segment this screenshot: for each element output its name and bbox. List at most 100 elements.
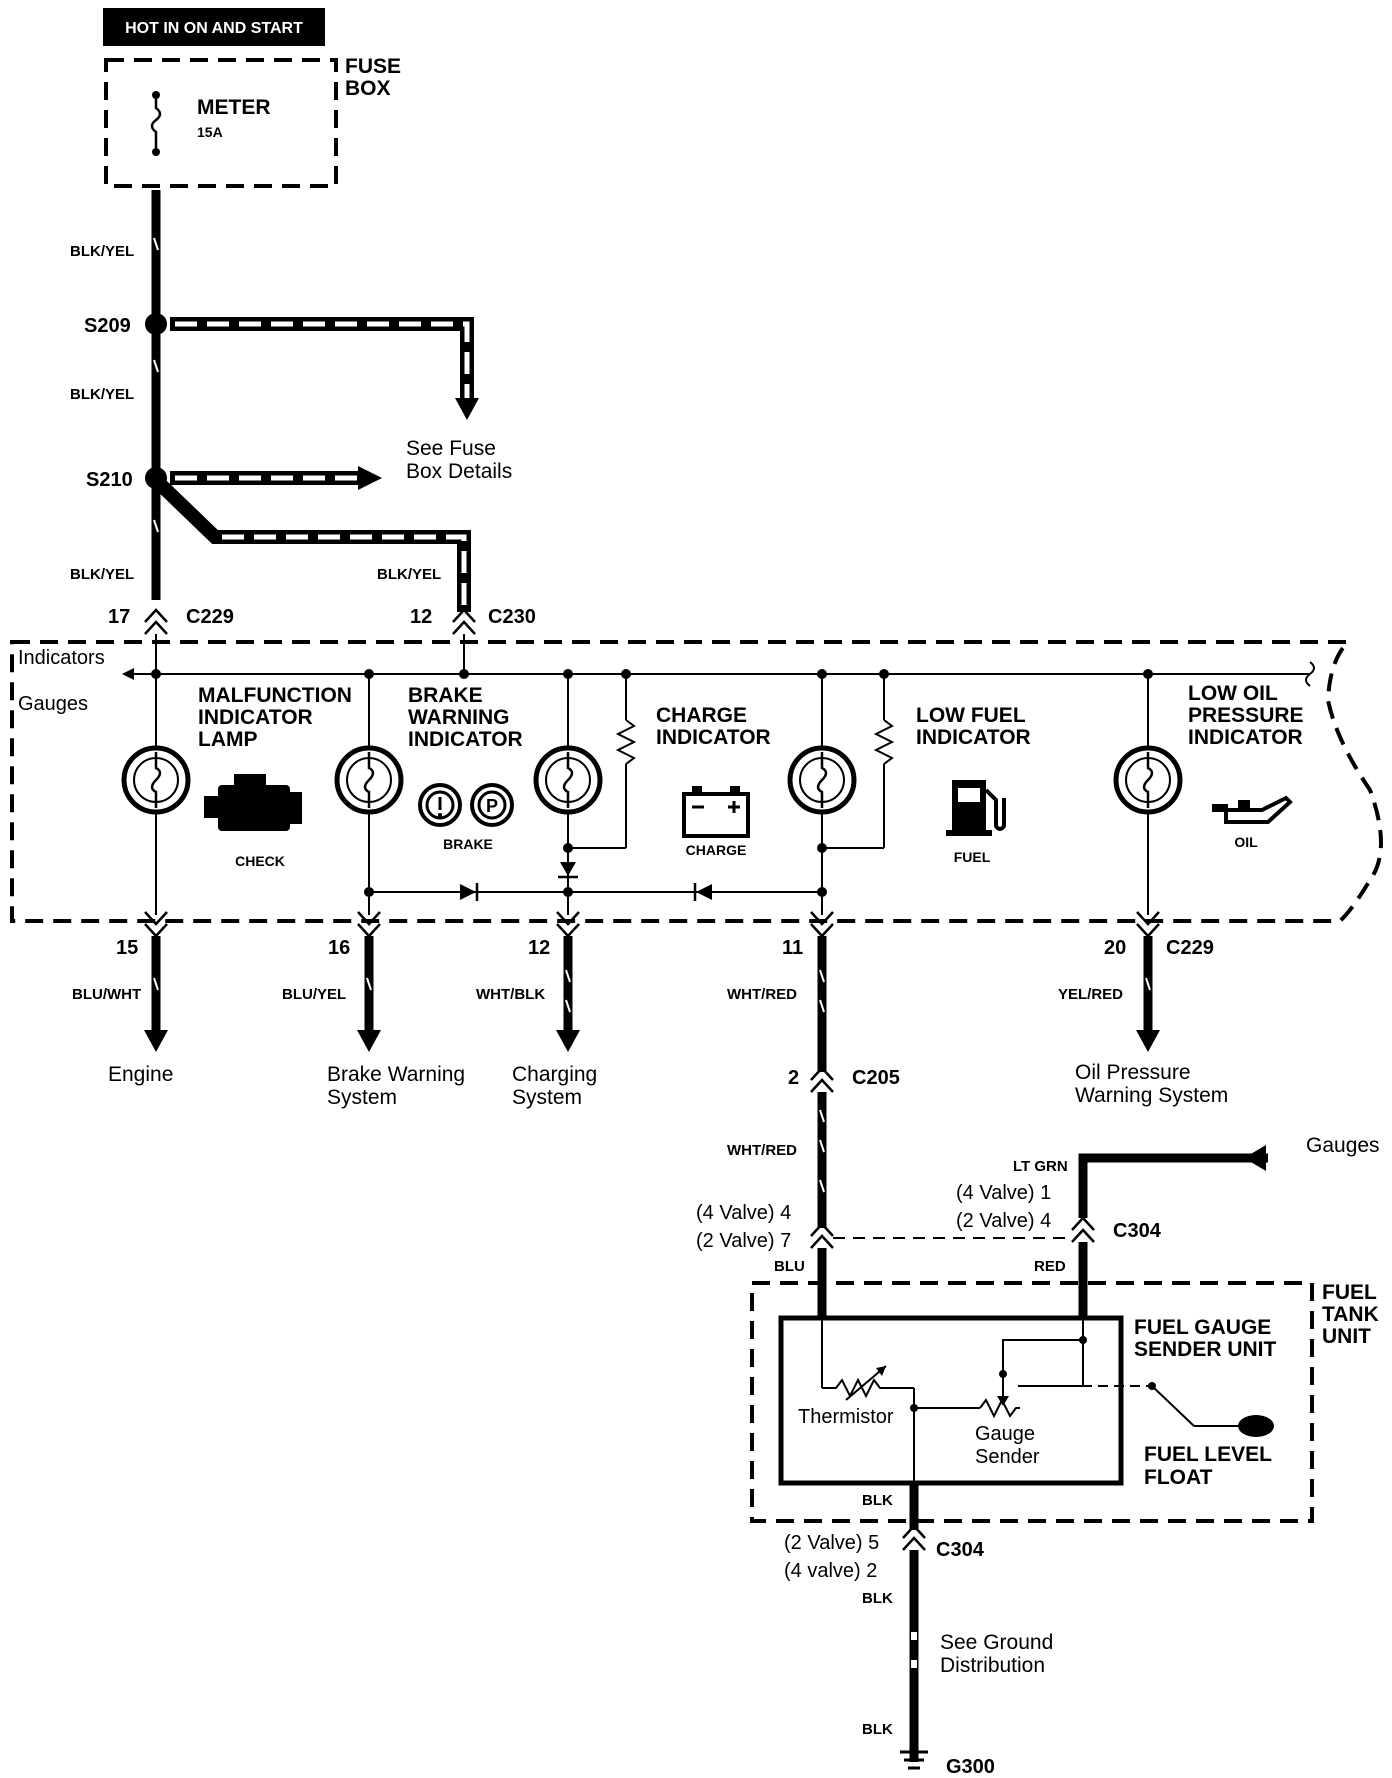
wire-color-blk-1: BLK bbox=[862, 1492, 893, 1509]
float-label-2: FLOAT bbox=[1144, 1466, 1213, 1489]
fuse-name: METER bbox=[197, 96, 271, 119]
fuse-rating: 15A bbox=[197, 124, 223, 140]
dest-oil-1: Oil Pressure bbox=[1075, 1061, 1191, 1084]
c229-bottom-label: C229 bbox=[1166, 937, 1214, 959]
connector-c205 bbox=[810, 1066, 834, 1093]
lt-grn-label: LT GRN bbox=[1013, 1158, 1068, 1175]
wire-color-red: RED bbox=[1034, 1258, 1066, 1275]
fuel-pump-icon bbox=[946, 780, 1006, 836]
diode-network bbox=[364, 862, 827, 901]
connector-c304-top bbox=[810, 1216, 1095, 1249]
check-icon-label: CHECK bbox=[235, 853, 285, 869]
gauge-sender-2: Sender bbox=[975, 1446, 1040, 1468]
fuel-tank-unit-3: UNIT bbox=[1322, 1325, 1371, 1348]
ground-icon bbox=[900, 1750, 928, 1770]
c304-left-4v: (4 Valve) 4 bbox=[696, 1202, 791, 1224]
wire-color-blk-3: BLK bbox=[862, 1721, 893, 1738]
gauges-label: Gauges bbox=[18, 693, 88, 715]
wire-color-blk-yel-4: BLK/YEL bbox=[377, 566, 441, 583]
bus-break bbox=[1305, 661, 1315, 687]
fuse-box-title-1: FUSE bbox=[345, 55, 401, 78]
check-engine-icon bbox=[204, 774, 302, 831]
c304-bot-4v: (4 valve) 2 bbox=[784, 1560, 877, 1582]
battery-icon bbox=[682, 786, 750, 838]
low-fuel-label-2: INDICATOR bbox=[916, 726, 1031, 749]
splice-s209-label: S209 bbox=[84, 315, 131, 337]
dest-brake-1: Brake Warning bbox=[327, 1063, 465, 1086]
dest-charging-1: Charging bbox=[512, 1063, 597, 1086]
lamp-oil bbox=[1113, 674, 1183, 915]
wire-color-wht-red-2: WHT/RED bbox=[727, 1142, 797, 1159]
oil-can-icon bbox=[1212, 795, 1293, 824]
c304-right-4v: (4 Valve) 1 bbox=[956, 1182, 1051, 1204]
wire-color-wht-red-1: WHT/RED bbox=[727, 986, 797, 1003]
low-fuel-label-1: LOW FUEL bbox=[916, 704, 1026, 727]
oil-icon-label: OIL bbox=[1234, 834, 1258, 850]
gauges-arrow bbox=[1244, 1145, 1266, 1171]
wire-color-blk-yel-2: BLK/YEL bbox=[70, 386, 134, 403]
sender-unit-box bbox=[778, 1315, 1124, 1486]
lt-grn-wire bbox=[1078, 1153, 1268, 1218]
brake-label-2: WARNING bbox=[408, 706, 510, 729]
c230-feed-wire-inner bbox=[222, 534, 467, 608]
brake-icon: P bbox=[418, 783, 514, 827]
splice-s209 bbox=[145, 313, 167, 335]
wire-color-blu: BLU bbox=[774, 1258, 805, 1275]
c230-feed-wire bbox=[155, 478, 471, 612]
float-icon bbox=[1238, 1415, 1274, 1437]
lamp-charge bbox=[533, 674, 637, 915]
sender-circuit bbox=[821, 1318, 1240, 1483]
power-label: HOT IN ON AND START bbox=[125, 20, 303, 37]
dest-gauges: Gauges bbox=[1306, 1134, 1380, 1157]
gauge-sender-1: Gauge bbox=[975, 1423, 1035, 1445]
wire-marks bbox=[153, 237, 159, 533]
wire-color-blk-yel-1: BLK/YEL bbox=[70, 243, 134, 260]
bus-arrow bbox=[122, 668, 134, 680]
connector-c229-top bbox=[144, 608, 168, 635]
see-ground-1: See Ground bbox=[940, 1631, 1053, 1654]
mil-label-1: MALFUNCTION bbox=[198, 684, 352, 707]
mil-label-2: INDICATOR bbox=[198, 706, 313, 729]
wire-color-blu-wht: BLU/WHT bbox=[72, 986, 141, 1003]
stripe-marks bbox=[153, 969, 1151, 1013]
stripe-marks-2 bbox=[819, 1109, 825, 1193]
c304-top-label: C304 bbox=[1113, 1220, 1162, 1242]
wire-color-blk-2: BLK bbox=[862, 1590, 893, 1607]
pin-16: 16 bbox=[328, 937, 350, 959]
c205-label: C205 bbox=[852, 1067, 900, 1089]
ground-label: G300 bbox=[946, 1756, 995, 1778]
wire-color-blu-yel: BLU/YEL bbox=[282, 986, 346, 1003]
wire-color-blk-yel-3: BLK/YEL bbox=[70, 566, 134, 583]
lamp-mil bbox=[121, 674, 191, 915]
sender-unit-title-2: SENDER UNIT bbox=[1134, 1338, 1277, 1361]
charge-label-1: CHARGE bbox=[656, 704, 747, 727]
fuse-box-title-2: BOX bbox=[345, 77, 391, 100]
gauge-cluster-outline bbox=[10, 640, 1383, 923]
lamp-brake bbox=[334, 674, 404, 915]
c304-bot-2v: (2 Valve) 5 bbox=[784, 1532, 879, 1554]
c229-top-label: C229 bbox=[186, 606, 234, 628]
c229-top-pin: 17 bbox=[108, 606, 130, 628]
oil-label-1: LOW OIL bbox=[1188, 682, 1278, 705]
lamp-low-fuel bbox=[787, 674, 895, 915]
pin-20: 20 bbox=[1104, 937, 1126, 959]
s209-branch-wire-inner bbox=[175, 321, 470, 400]
fuse-box-outline bbox=[104, 58, 338, 188]
wire-color-wht-blk: WHT/BLK bbox=[476, 986, 545, 1003]
sender-unit-title-1: FUEL GAUGE bbox=[1134, 1316, 1271, 1339]
indicators-label: Indicators bbox=[18, 647, 105, 669]
svg-text:P: P bbox=[486, 796, 498, 816]
dest-charging-2: System bbox=[512, 1086, 582, 1109]
c230-pin: 12 bbox=[410, 606, 432, 628]
dest-engine: Engine bbox=[108, 1063, 173, 1086]
fuel-tank-unit-2: TANK bbox=[1322, 1303, 1379, 1326]
c304-right-2v: (2 Valve) 4 bbox=[956, 1210, 1051, 1232]
connector-c304-bottom bbox=[902, 1524, 926, 1551]
brake-label-3: INDICATOR bbox=[408, 728, 523, 751]
charge-label-2: INDICATOR bbox=[656, 726, 771, 749]
c230-label: C230 bbox=[488, 606, 536, 628]
oil-label-3: INDICATOR bbox=[1188, 726, 1303, 749]
c304-bottom-label: C304 bbox=[936, 1539, 985, 1561]
see-fuse-box-2: Box Details bbox=[406, 460, 512, 483]
